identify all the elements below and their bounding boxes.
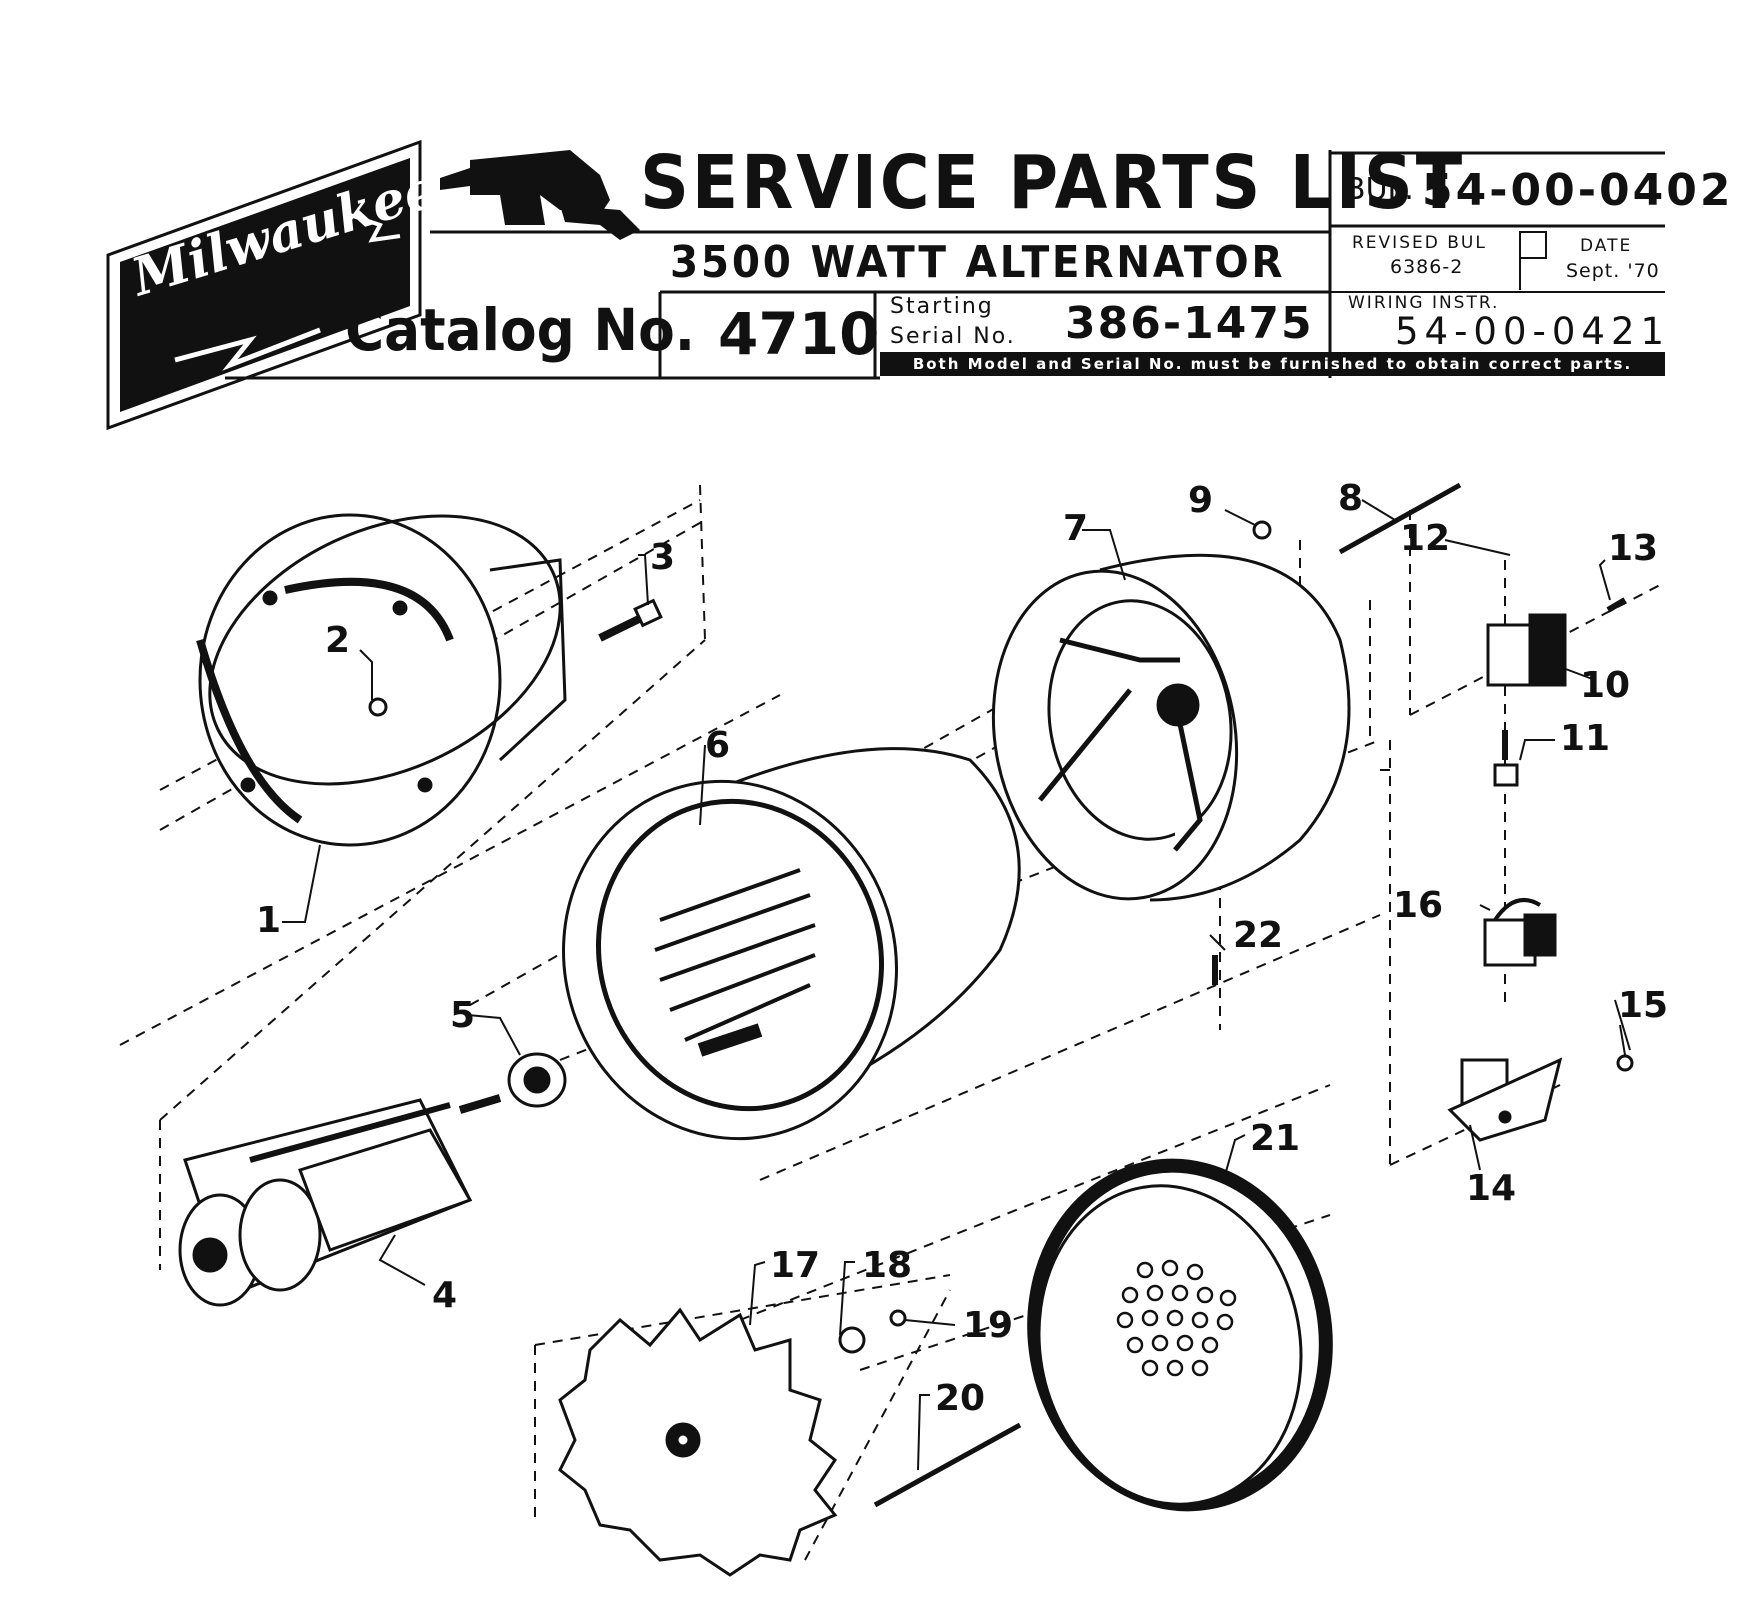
callout-9: 9 (1188, 480, 1214, 521)
catalog-label: Catalog No. (345, 296, 696, 364)
page-title: SERVICE PARTS LIST (640, 140, 1465, 226)
callout-21: 21 (1250, 1118, 1301, 1159)
part-brush-holder (1486, 613, 1567, 787)
part-bolt-3 (598, 598, 663, 642)
callout-19: 19 (963, 1305, 1014, 1346)
milwaukee-logo (106, 139, 422, 431)
callout-8: 8 (1338, 478, 1364, 519)
callout-13: 13 (1608, 528, 1659, 569)
callout-11: 11 (1560, 718, 1611, 759)
part-fan (558, 1307, 838, 1577)
callout-20: 20 (935, 1378, 986, 1419)
callout-4: 4 (432, 1275, 458, 1316)
wiring-number: 54-00-0421 (1395, 310, 1671, 353)
product-subtitle: 3500 WATT ALTERNATOR (670, 237, 1286, 288)
callout-22: 22 (1233, 915, 1284, 956)
callout-1: 1 (256, 900, 282, 941)
part-nut-18 (838, 1326, 866, 1354)
callout-5: 5 (450, 995, 476, 1036)
part-end-bell (991, 553, 1351, 902)
starting-label: Starting (890, 294, 994, 319)
callout-10: 10 (1580, 665, 1631, 706)
callout-16: 16 (1393, 885, 1444, 926)
callout-14: 14 (1466, 1168, 1517, 1209)
bulletin-label: BUL. (1345, 172, 1414, 207)
part-screw-15 (1616, 1054, 1634, 1072)
callout-2: 2 (325, 620, 351, 661)
part-washer-9 (1252, 520, 1272, 540)
bulletin-number: 54-00-0402 (1422, 165, 1734, 216)
part-stud-20 (873, 1422, 1022, 1508)
part-rotor (178, 1094, 502, 1307)
part-through-bolt-8 (1338, 482, 1462, 555)
revised-label: REVISED BUL (1352, 233, 1487, 253)
part-screw-13 (1606, 597, 1627, 613)
serial-label: Serial No. (890, 324, 1016, 349)
callout-7: 7 (1063, 508, 1089, 549)
callout-17: 17 (770, 1245, 821, 1286)
callout-12: 12 (1400, 518, 1451, 559)
callout-15: 15 (1618, 985, 1669, 1026)
wiring-label: WIRING INSTR. (1348, 293, 1500, 313)
part-lockwasher-19 (889, 1309, 907, 1327)
date-value: Sept. '70 (1566, 260, 1660, 282)
callout-18: 18 (862, 1245, 913, 1286)
serial-number: 386-1475 (1065, 298, 1314, 349)
part-bearing (507, 1052, 567, 1108)
part-rectifier (1483, 898, 1557, 967)
part-end-housing (196, 513, 567, 847)
part-fan-cover (1027, 1158, 1333, 1512)
callout-3: 3 (650, 537, 676, 578)
order-notice: Both Model and Serial No. must be furnis… (880, 352, 1665, 376)
part-bracket (1447, 1057, 1563, 1142)
revised-number: 6386-2 (1390, 256, 1464, 278)
date-label: DATE (1580, 236, 1633, 256)
callout-6: 6 (705, 725, 731, 766)
catalog-number: 4710 (718, 300, 880, 368)
part-stator (562, 747, 1021, 1141)
